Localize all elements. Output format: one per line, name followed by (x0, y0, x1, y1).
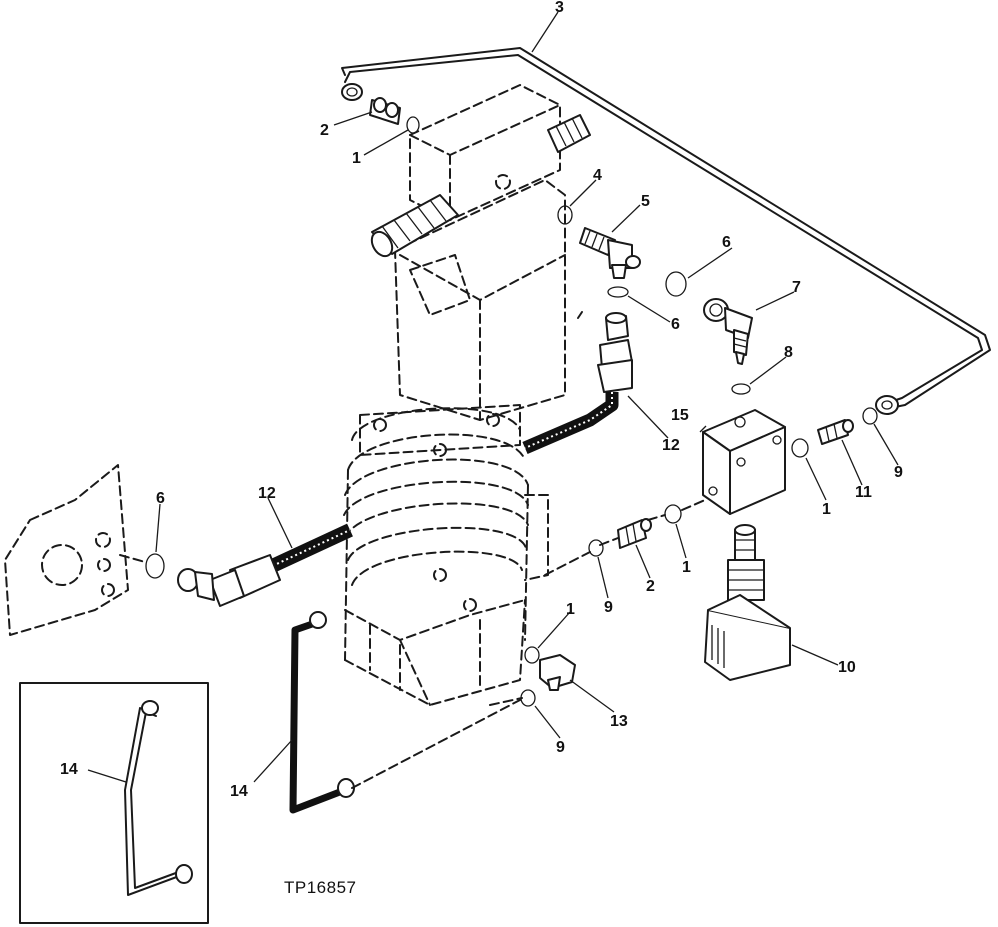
callout-8: 8 (784, 344, 793, 361)
callout-1-block-left: 1 (682, 559, 691, 576)
part-1-oring-block-left (664, 504, 682, 524)
part-6-oring-right (665, 271, 687, 297)
callout-9-top: 9 (894, 464, 903, 481)
callout-11: 11 (855, 484, 872, 501)
callout-12-lower: 12 (258, 485, 276, 502)
part-6-oring-left (145, 553, 165, 579)
part-11-connector (817, 419, 854, 445)
callout-9-middle: 9 (604, 599, 613, 616)
phantom-valve-assembly (343, 84, 566, 706)
callout-13: 13 (610, 713, 628, 730)
callout-9-lower: 9 (556, 739, 565, 756)
callout-1-block-right: 1 (822, 501, 831, 518)
part-15-manifold-block (702, 409, 786, 515)
part-10-solenoid (704, 524, 791, 681)
callout-2-upper: 2 (320, 122, 329, 139)
callout-6-lower: 6 (671, 316, 680, 333)
callout-5: 5 (641, 193, 650, 210)
callout-12-upper: 12 (662, 437, 680, 454)
part-14-tube (289, 611, 355, 814)
part-1-oring-lower (524, 646, 540, 664)
stray-mark (577, 311, 583, 319)
part-9-oring-top (862, 407, 878, 425)
part-9-oring-middle (588, 539, 604, 557)
inset-detail-box (19, 682, 209, 924)
callout-leaders (155, 11, 899, 783)
callout-10: 10 (838, 659, 856, 676)
callout-1-lower: 1 (566, 601, 575, 618)
part-1-oring-upper (406, 116, 420, 134)
part-3-steel-line (341, 47, 991, 415)
part-8-oring (731, 383, 751, 395)
callout-3: 3 (555, 0, 564, 16)
part-4-oring (557, 205, 573, 225)
part-5-elbow-fitting (579, 227, 641, 279)
callout-6-left: 6 (156, 490, 165, 507)
callout-6-right: 6 (722, 234, 731, 251)
callout-14-inset: 14 (60, 761, 78, 778)
part-7-elbow-fitting (703, 298, 753, 365)
callout-1-upper: 1 (352, 150, 361, 167)
callout-labels: 3 2 1 4 5 6 6 7 8 15 12 1 11 9 1 2 9 10 … (60, 0, 903, 897)
part-9-oring-lower (520, 689, 536, 707)
part-6-oring-lower (607, 286, 629, 298)
part-2-lower-connector (617, 518, 652, 549)
valve-top-fittings (370, 114, 591, 258)
callout-15: 15 (671, 407, 689, 424)
alignment-lines (119, 499, 706, 789)
callout-2-lower: 2 (646, 578, 655, 595)
figure-id: TP16857 (284, 878, 357, 897)
callout-14-main: 14 (230, 783, 248, 800)
callout-7: 7 (792, 279, 801, 296)
mounting-plate (4, 464, 129, 636)
part-12-lower-hose (177, 523, 353, 607)
part-12-upper-hose (522, 312, 633, 454)
part-13-fitting (539, 654, 576, 691)
callout-4: 4 (593, 167, 602, 184)
part-2-upper-connector (369, 97, 420, 134)
part-1-oring-block-right (791, 438, 809, 458)
